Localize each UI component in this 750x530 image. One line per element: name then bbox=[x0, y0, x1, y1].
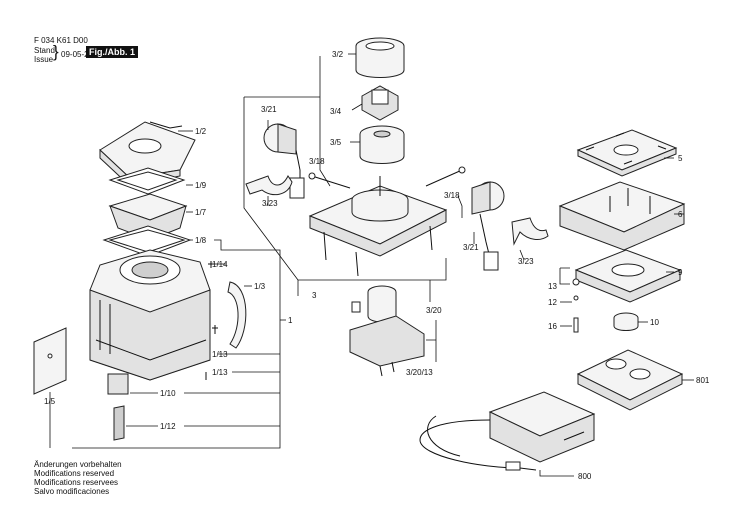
callout-1: 1 bbox=[288, 316, 293, 325]
motor-base-part bbox=[558, 181, 686, 251]
callout-800: 800 bbox=[578, 472, 592, 481]
footer-note-de: Änderungen vorbehalten bbox=[34, 460, 122, 469]
callout-3: 3 bbox=[312, 291, 317, 300]
document-number: F 034 K61 D00 bbox=[34, 36, 88, 45]
bracket-left-part bbox=[245, 175, 293, 196]
rotor-pulley-part bbox=[359, 125, 405, 164]
right-leader-lines bbox=[539, 157, 694, 477]
callout-1-5: 1/5 bbox=[44, 397, 56, 406]
battery-pack-part bbox=[576, 349, 684, 411]
callout-3-18-left: 3/18 bbox=[309, 157, 325, 166]
callout-1-12: 1/12 bbox=[160, 422, 176, 431]
brace-symbol: } bbox=[53, 42, 59, 61]
callout-3-18-right: 3/18 bbox=[444, 191, 460, 200]
laser-module-part bbox=[349, 285, 425, 377]
callout-5: 5 bbox=[678, 154, 683, 163]
callout-1-13-lower: 1/13 bbox=[212, 368, 228, 377]
side-cover-part bbox=[33, 327, 67, 395]
callout-9: 9 bbox=[678, 268, 683, 277]
knob-part bbox=[613, 312, 639, 331]
charger-part bbox=[419, 391, 596, 471]
bracket-right-part bbox=[511, 217, 549, 246]
callout-1-7: 1/7 bbox=[195, 208, 207, 217]
callout-1-8: 1/8 bbox=[195, 236, 207, 245]
issue-label: Issue bbox=[34, 55, 54, 64]
label-strip-part bbox=[113, 405, 125, 441]
callout-3-21-right: 3/21 bbox=[463, 243, 479, 252]
callout-3-23-left: 3/23 bbox=[262, 199, 278, 208]
centre-leader-lines bbox=[243, 53, 525, 362]
callout-3-20-13: 3/20/13 bbox=[406, 368, 433, 377]
mounting-frame-part bbox=[308, 176, 448, 277]
handle-part bbox=[227, 281, 247, 349]
callout-3-21-left: 3/21 bbox=[261, 105, 277, 114]
callout-3-2: 3/2 bbox=[332, 50, 344, 59]
pin-left-part bbox=[308, 172, 351, 189]
callout-16: 16 bbox=[548, 322, 557, 331]
callout-1-13-upper: 1/13 bbox=[212, 350, 228, 359]
top-plate-part bbox=[576, 129, 678, 177]
left-leader-lines bbox=[49, 130, 286, 449]
callout-3-23-right: 3/23 bbox=[518, 257, 534, 266]
window-frame-upper bbox=[108, 167, 186, 195]
small-parts-stack bbox=[572, 278, 580, 333]
callout-6: 6 bbox=[678, 210, 683, 219]
glass-filter-part bbox=[108, 193, 188, 241]
callout-12: 12 bbox=[548, 298, 557, 307]
stand-label: Stand bbox=[34, 46, 55, 55]
callout-13: 13 bbox=[548, 282, 557, 291]
callout-1-2: 1/2 bbox=[195, 127, 207, 136]
callout-3-20: 3/20 bbox=[426, 306, 442, 315]
footer-note-es: Salvo modificaciones bbox=[34, 487, 110, 496]
callout-1-3: 1/3 bbox=[254, 282, 266, 291]
callout-3-5: 3/5 bbox=[330, 138, 342, 147]
screw-parts bbox=[205, 261, 218, 380]
footer-note-en: Modifications reserved bbox=[34, 469, 115, 478]
issue-date: 09-05-25 bbox=[61, 50, 94, 59]
label-plate-part bbox=[107, 373, 129, 395]
callout-1-9: 1/9 bbox=[195, 181, 207, 190]
rotor-cap-part bbox=[355, 37, 405, 78]
pin-right-part bbox=[425, 166, 466, 187]
main-housing-part bbox=[89, 249, 211, 381]
footer-notes: Änderungen vorbehalten Modifications res… bbox=[34, 460, 122, 496]
callout-10: 10 bbox=[650, 318, 659, 327]
motor-right-part bbox=[471, 181, 505, 271]
footer-note-fr: Modifications reservees bbox=[34, 478, 119, 487]
motor-left-part bbox=[263, 123, 305, 199]
callout-3-4: 3/4 bbox=[330, 107, 342, 116]
callout-1-14: 1/14 bbox=[212, 260, 228, 269]
callout-801: 801 bbox=[696, 376, 710, 385]
callout-1-10: 1/10 bbox=[160, 389, 176, 398]
figure-label: Fig./Abb. 1 bbox=[86, 46, 138, 58]
frame-chassis-part bbox=[574, 249, 682, 303]
prism-part bbox=[361, 85, 399, 121]
